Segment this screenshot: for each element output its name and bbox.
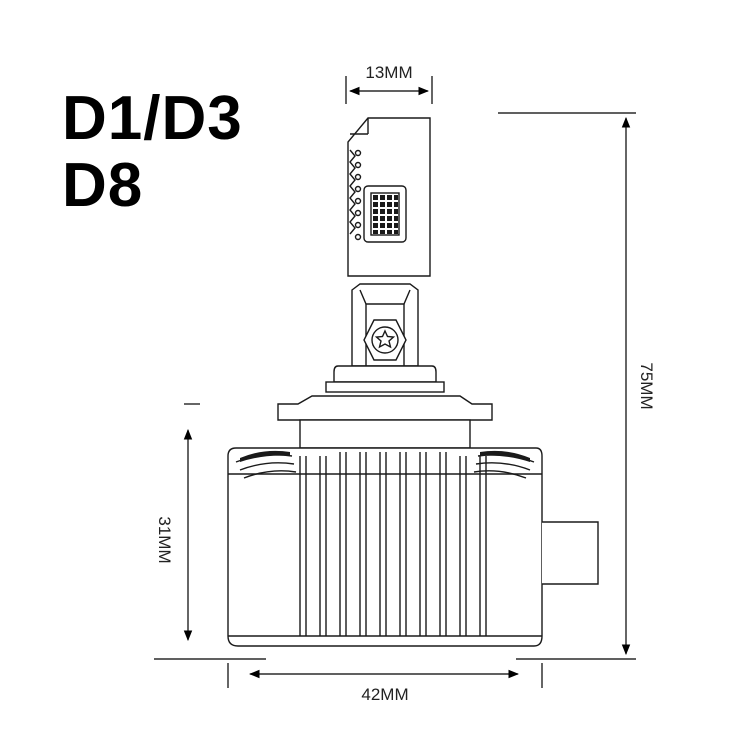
dimension-label-height-total: 75MM xyxy=(637,362,656,409)
bulb-neck xyxy=(351,283,419,367)
dimension-label-width-body: 42MM xyxy=(361,685,408,704)
connector-box xyxy=(542,521,599,585)
led-bulb xyxy=(227,117,599,647)
model-title-d1-d3: D1/D3 xyxy=(62,84,243,153)
bulb-collar xyxy=(277,365,493,449)
dimension-label-width-top: 13MM xyxy=(365,63,412,82)
model-title-d8: D8 xyxy=(62,151,144,220)
led-emitter-head xyxy=(347,117,431,277)
dimension-lines xyxy=(154,76,636,688)
led-chip-grid-icon xyxy=(373,195,398,234)
star-screw-icon xyxy=(374,329,396,349)
dimension-label-height-body: 31MM xyxy=(155,516,174,563)
heat-sink-body xyxy=(227,447,543,647)
